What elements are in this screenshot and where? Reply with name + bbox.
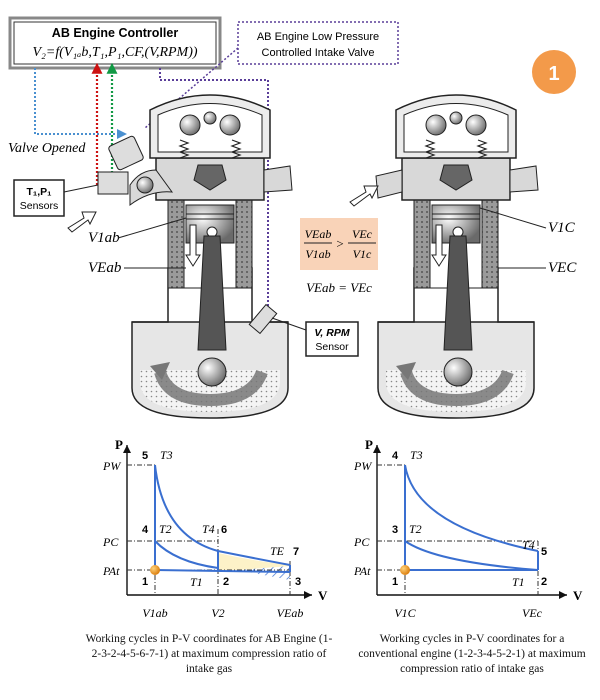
y-tick-pw: PW xyxy=(102,459,121,473)
rpm-sensor-label-1: V, RPM xyxy=(314,327,349,339)
state-point-label: 5 xyxy=(142,450,148,462)
state-t1: T1 xyxy=(512,575,525,589)
x-axis-arrow xyxy=(559,591,567,599)
y-axis-arrow xyxy=(123,445,131,453)
veab-label: VEab xyxy=(88,260,122,276)
state-t2: T2 xyxy=(159,522,172,536)
conventional-engine-caption: Working cycles in P-V coordinates for a … xyxy=(358,633,586,675)
controller-box: AB Engine Controller V₂=f(V₁ₐb,T₁,P₁,CF,… xyxy=(8,16,222,70)
y-tick-pc: PC xyxy=(353,535,370,549)
state-t1: T1 xyxy=(190,575,203,589)
conventional-engine-illustration xyxy=(349,94,539,419)
svg-text:V1c: V1c xyxy=(353,247,372,261)
state-point-label: 4 xyxy=(142,524,149,536)
state-t3: T3 xyxy=(410,448,423,462)
start-point xyxy=(150,565,160,575)
tp-sensor-label-2: Sensors xyxy=(20,200,59,212)
state-point-label: 3 xyxy=(295,576,301,588)
ab-engine-illustration xyxy=(67,94,293,419)
tp-sensor-label-1: T₁,P₁ xyxy=(26,186,51,198)
controller-title: AB Engine Controller xyxy=(52,26,179,40)
state-point-label: 1 xyxy=(392,576,398,588)
tp-sensor-callout: T₁,P₁ Sensors xyxy=(13,179,99,217)
v1c-label: V1C xyxy=(548,220,576,236)
svg-text:V1ab: V1ab xyxy=(305,247,330,261)
svg-text:>: > xyxy=(336,236,343,251)
state-t2: T2 xyxy=(409,522,422,536)
vec-label: VEC xyxy=(548,260,577,276)
valve-label-line2: Controlled Intake Valve xyxy=(262,47,375,59)
x-axis-arrow xyxy=(304,591,312,599)
rpm-sensor-label-2: Sensor xyxy=(315,341,349,353)
y-tick-pc: PC xyxy=(102,535,119,549)
y-axis-label: P xyxy=(115,437,123,452)
rpm-signal-line xyxy=(159,68,269,318)
expansion-curve xyxy=(154,464,291,566)
y-tick-pat: PAt xyxy=(102,564,120,578)
state-point-label: 6 xyxy=(221,524,227,536)
y-axis-label: P xyxy=(365,437,373,452)
state-point-label: 2 xyxy=(541,576,547,588)
state-point-label: 7 xyxy=(293,546,299,558)
compression-curve xyxy=(154,540,219,569)
state-point-label: 5 xyxy=(541,546,547,558)
svg-text:VEc: VEc xyxy=(352,227,373,241)
valve-command-line xyxy=(34,68,127,139)
valve-label-line1: AB Engine Low Pressure xyxy=(257,31,379,43)
y-tick-pw: PW xyxy=(353,459,372,473)
state-point-label: 4 xyxy=(392,450,399,462)
intake-line xyxy=(154,569,291,573)
state-t4: T4 xyxy=(522,538,535,552)
x-tick-vec: VEc xyxy=(522,606,543,620)
y-tick-pat: PAt xyxy=(353,564,371,578)
controller-formula: V₂=f(V₁ₐb,T₁,P₁,CF,(V,RPM)) xyxy=(32,45,197,60)
ab-engine-caption: Working cycles in P-V coordinates for AB… xyxy=(85,633,333,675)
state-t3: T3 xyxy=(160,448,173,462)
x-tick-v1ab: V1ab xyxy=(142,606,167,620)
valve-label-box: AB Engine Low Pressure Controlled Intake… xyxy=(144,21,399,129)
x-tick-veab: VEab xyxy=(277,606,304,620)
x-tick-v2: V2 xyxy=(211,606,224,620)
compression-ratio-box: VEab V1ab > VEc V1c VEab = VEc xyxy=(300,218,378,295)
state-point-label: 1 xyxy=(142,576,148,588)
state-point-label: 2 xyxy=(223,576,229,588)
expansion-curve xyxy=(404,464,539,552)
x-axis-label: V xyxy=(318,588,328,603)
volume-equality: VEab = VEc xyxy=(306,280,372,295)
state-t4: T4 xyxy=(202,522,215,536)
start-point xyxy=(400,565,410,575)
state-point-label: 3 xyxy=(392,524,398,536)
step-badge xyxy=(532,50,576,94)
state-te: TE xyxy=(270,544,285,558)
compression-curve xyxy=(404,540,539,571)
valve-opened-label: Valve Opened xyxy=(8,141,86,156)
x-tick-v1c: V1C xyxy=(394,606,416,620)
expansion-area xyxy=(218,553,290,570)
v1ab-label: V1ab xyxy=(88,230,120,246)
svg-text:VEab: VEab xyxy=(305,227,332,241)
rpm-sensor-callout: V, RPM Sensor xyxy=(271,317,359,357)
step-badge-label: 1 xyxy=(548,63,559,85)
y-axis-arrow xyxy=(373,445,381,453)
x-axis-label: V xyxy=(573,588,583,603)
